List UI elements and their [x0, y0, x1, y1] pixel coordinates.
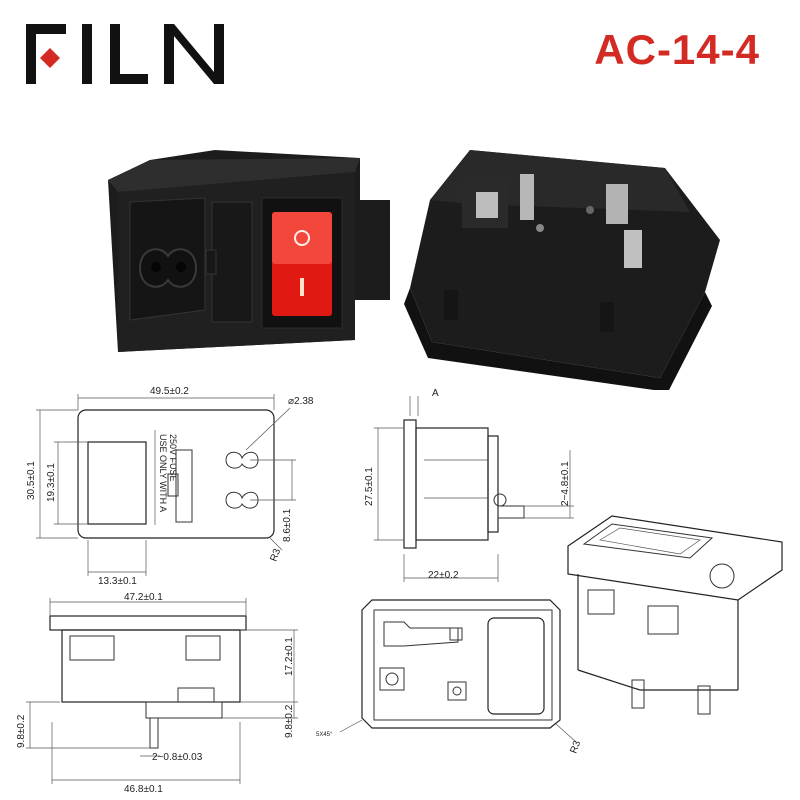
logo-n-diagonal [164, 24, 224, 84]
dim-front-radius: R3 [268, 547, 283, 563]
dim-side-tab: 2~4.8±0.1 [560, 461, 571, 506]
dim-side-depth: 22±0.2 [428, 570, 459, 581]
dim-bottom-body-height: 17.2±0.1 [284, 637, 295, 676]
dim-hole-diameter: ⌀2.38 [288, 396, 314, 407]
logo-red-diamond-icon [40, 48, 60, 68]
switch-on-mark [300, 278, 304, 296]
dim-window-height: 19.3±0.1 [46, 463, 57, 502]
logo-f-stem [26, 24, 36, 84]
front-view-drawing: 49.5±0.2 ⌀2.38 30.5±0.1 19.3±0.1 13.3±0.… [26, 386, 314, 587]
dim-bottom-left-height: 9.8±0.2 [16, 714, 27, 748]
filn-logo [26, 24, 224, 84]
front-socket-photo [108, 150, 390, 352]
dim-rear-radius: R3 [568, 739, 583, 755]
dim-bottom-width: 46.8±0.1 [124, 784, 163, 795]
dim-front-height: 30.5±0.1 [26, 461, 37, 500]
side-view-drawing: A 27.5±0.1 2~4.8±0.1 22±0.2 [364, 388, 574, 582]
rear-view-drawing: 5X45° R3 [316, 599, 583, 755]
fuse-holder [211, 201, 253, 323]
product-photos [108, 150, 720, 390]
bottom-view-drawing: 47.2±0.1 17.2±0.1 9.8±0.2 9.8±0.2 2~0.8±… [16, 592, 298, 795]
dim-bottom-top-width: 47.2±0.1 [124, 592, 163, 603]
dim-window-width: 13.3±0.1 [98, 576, 137, 587]
logo-l-stem [110, 24, 120, 84]
dim-front-width: 49.5±0.2 [150, 386, 189, 397]
isometric-drawing [567, 515, 783, 715]
side-marker-a: A [432, 388, 439, 399]
fuse-warning-line-2: 250V FUSE [168, 434, 178, 482]
logo-n-right [214, 24, 224, 84]
logo-n-left [164, 24, 174, 84]
technical-drawings: 49.5±0.2 ⌀2.38 30.5±0.1 19.3±0.1 13.3±0.… [16, 386, 783, 795]
logo-l-base [110, 74, 148, 84]
logo-f-top [26, 24, 66, 34]
dim-pin-spacing: 8.6±0.1 [282, 508, 293, 542]
dim-bottom-panel: 2~0.8±0.03 [152, 752, 203, 763]
logo-i [82, 24, 92, 84]
dim-side-height: 27.5±0.1 [364, 467, 375, 506]
dim-bottom-flange-height: 9.8±0.2 [284, 704, 295, 738]
dim-rear-angle: 5X45° [316, 732, 333, 738]
c8-socket-icon [138, 248, 198, 288]
switch-off-mark [294, 230, 310, 246]
fuse-warning-line-1: USE ONLY WITH A [158, 434, 168, 512]
model-title: AC-14-4 [594, 26, 760, 73]
solder-terminal [520, 174, 534, 220]
rear-socket-photo [404, 150, 720, 390]
